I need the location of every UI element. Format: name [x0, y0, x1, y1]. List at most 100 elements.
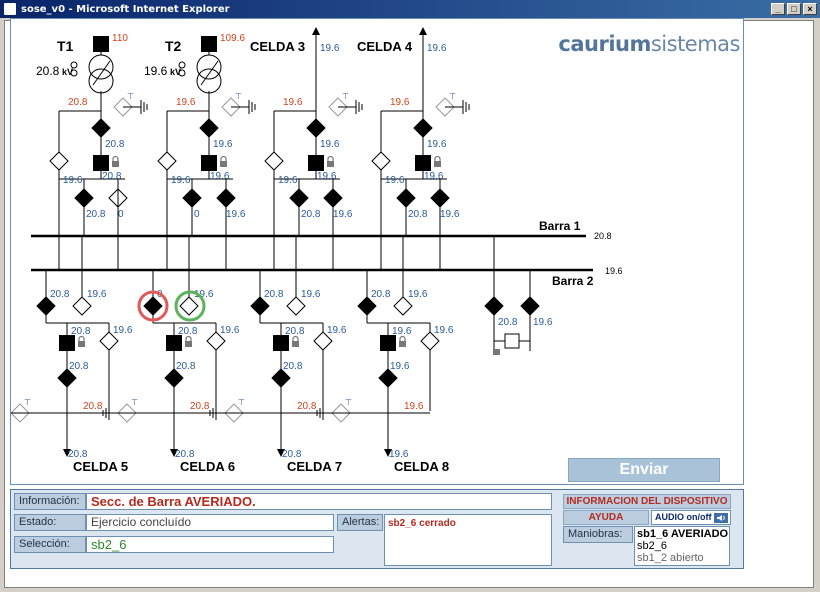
voltage-label: 19.6 [317, 171, 337, 182]
lock-shackle-icon [327, 155, 334, 161]
bus-selector-2[interactable] [179, 296, 199, 316]
maniobra-item[interactable]: sb2_6 [637, 540, 667, 552]
voltage-label: 20.8 [50, 289, 70, 300]
coil-icon [178, 61, 186, 69]
ayuda-button[interactable]: AYUDA [563, 510, 649, 525]
audio-label: AUDIO on/off [655, 512, 712, 522]
bus-selector-open[interactable] [371, 151, 391, 171]
lock-icon [112, 161, 119, 167]
voltage-label: 20.8 [178, 326, 198, 337]
cell-name: CELDA 6 [180, 459, 235, 474]
voltage-label-orange: 19.6 [176, 97, 196, 108]
disconnector-closed[interactable] [306, 118, 326, 138]
info-dispositivo-button[interactable]: INFORMACION DEL DISPOSITIVO [563, 494, 731, 509]
voltage-label: 20.8 [105, 139, 125, 150]
selected-highlight-ring[interactable] [174, 290, 206, 322]
bus-selector-2[interactable] [286, 296, 306, 316]
coupler-switch-1[interactable] [484, 296, 504, 316]
maniobras-list[interactable]: sb1_6 AVERIADO sb2_6 sb1_2 abierto [634, 526, 730, 566]
transformer-breaker[interactable] [201, 36, 217, 52]
close-button[interactable]: × [803, 3, 817, 15]
cell-name: CELDA 4 [357, 39, 413, 54]
voltage-label-orange: 20.8 [190, 401, 210, 412]
disconnector-closed[interactable] [199, 118, 219, 138]
disconnector-closed[interactable] [164, 368, 184, 388]
transformer-value: 109.6 [220, 33, 245, 44]
transformer-icon [88, 54, 114, 80]
voltage-label-orange: 20.8 [297, 401, 317, 412]
earth-marker-icon: ⊤ [127, 92, 134, 101]
voltage-label: 20.8 [498, 317, 518, 328]
voltage-label: 19.6 [210, 171, 230, 182]
earth-marker-icon: ⊤ [235, 92, 242, 101]
voltage-label: 19.6 [333, 209, 353, 220]
logo-brand2: sistemas [650, 32, 741, 56]
bus-selector-2[interactable] [72, 296, 92, 316]
minimize-button[interactable]: _ [771, 3, 785, 15]
disconnector-closed[interactable] [378, 368, 398, 388]
seleccion-label: Selección: [14, 536, 86, 553]
lock-icon [327, 161, 334, 167]
alertas-label: Alertas: [337, 514, 383, 531]
maniobra-item[interactable]: sb1_2 abierto [637, 552, 704, 564]
voltage-label: 19.6 [194, 289, 214, 300]
voltage-label: 19.6 [385, 175, 405, 186]
transformer-kv: 20.8 [36, 64, 60, 78]
coil-icon [70, 69, 78, 77]
cell-value: 19.6 [389, 449, 409, 460]
informacion-label: Información: [14, 493, 86, 510]
voltage-label: 19.6 [424, 171, 444, 182]
bus-selector-1[interactable] [357, 296, 377, 316]
voltage-label: 20.8 [408, 209, 428, 220]
voltage-label: 20.8 [283, 361, 303, 372]
cell-value: 20.8 [282, 449, 302, 460]
bus-selector-1[interactable] [143, 296, 163, 316]
bypass-switch-open[interactable] [206, 331, 226, 351]
voltage-label: 20.8 [86, 209, 106, 220]
caurium-logo: cauriumsistemas [554, 30, 741, 58]
bypass-switch-open[interactable] [99, 331, 119, 351]
transformer-breaker[interactable] [93, 36, 109, 52]
cell-name: CELDA 3 [250, 39, 305, 54]
bypass-switch-open[interactable] [420, 331, 440, 351]
bus-selector-open[interactable] [264, 151, 284, 171]
transformer-name: T1 [57, 38, 74, 54]
coupler-breaker[interactable] [504, 333, 520, 349]
disconnector-closed[interactable] [91, 118, 111, 138]
coil-icon [70, 61, 78, 69]
voltage-label-orange: 19.6 [390, 97, 410, 108]
seleccion-field: sb2_6 [86, 536, 334, 553]
audio-toggle-button[interactable]: AUDIO on/off [651, 510, 731, 525]
bypass-switch-open[interactable] [313, 331, 333, 351]
maniobra-item[interactable]: sb1_6 AVERIADO [637, 528, 729, 540]
transformer-kv: 19.6 [144, 64, 168, 78]
voltage-label: 19.6 [113, 325, 133, 336]
voltage-label-orange: 20.8 [68, 97, 88, 108]
cell-name: CELDA 8 [394, 459, 449, 474]
lock-icon [493, 349, 500, 355]
lock-icon [434, 161, 441, 167]
transformer-icon [196, 54, 222, 80]
bus-selector-open[interactable] [49, 151, 69, 171]
voltage-label: 19.6 [226, 209, 246, 220]
disconnector-closed[interactable] [413, 118, 433, 138]
maximize-button[interactable]: □ [787, 3, 801, 15]
transformer-arrow [92, 60, 111, 86]
bus-selector-2[interactable] [393, 296, 413, 316]
transformer-arrow [200, 60, 219, 86]
busbar-2-value: 19.6 [605, 266, 623, 276]
coupler-switch-2[interactable] [520, 296, 540, 316]
estado-label: Estado: [14, 514, 86, 531]
bus-selector-open[interactable] [157, 151, 177, 171]
fault-highlight-ring[interactable] [137, 290, 169, 322]
earth-marker-icon: ⊤ [24, 398, 31, 407]
disconnector-closed[interactable] [57, 368, 77, 388]
bus-selector-1[interactable] [250, 296, 270, 316]
busbar-1-label: Barra 1 [539, 219, 581, 233]
enviar-button[interactable]: Enviar [568, 458, 720, 482]
transformer-value: 110 [112, 33, 128, 44]
bus-selector-1[interactable] [36, 296, 56, 316]
disconnector-closed[interactable] [271, 368, 291, 388]
